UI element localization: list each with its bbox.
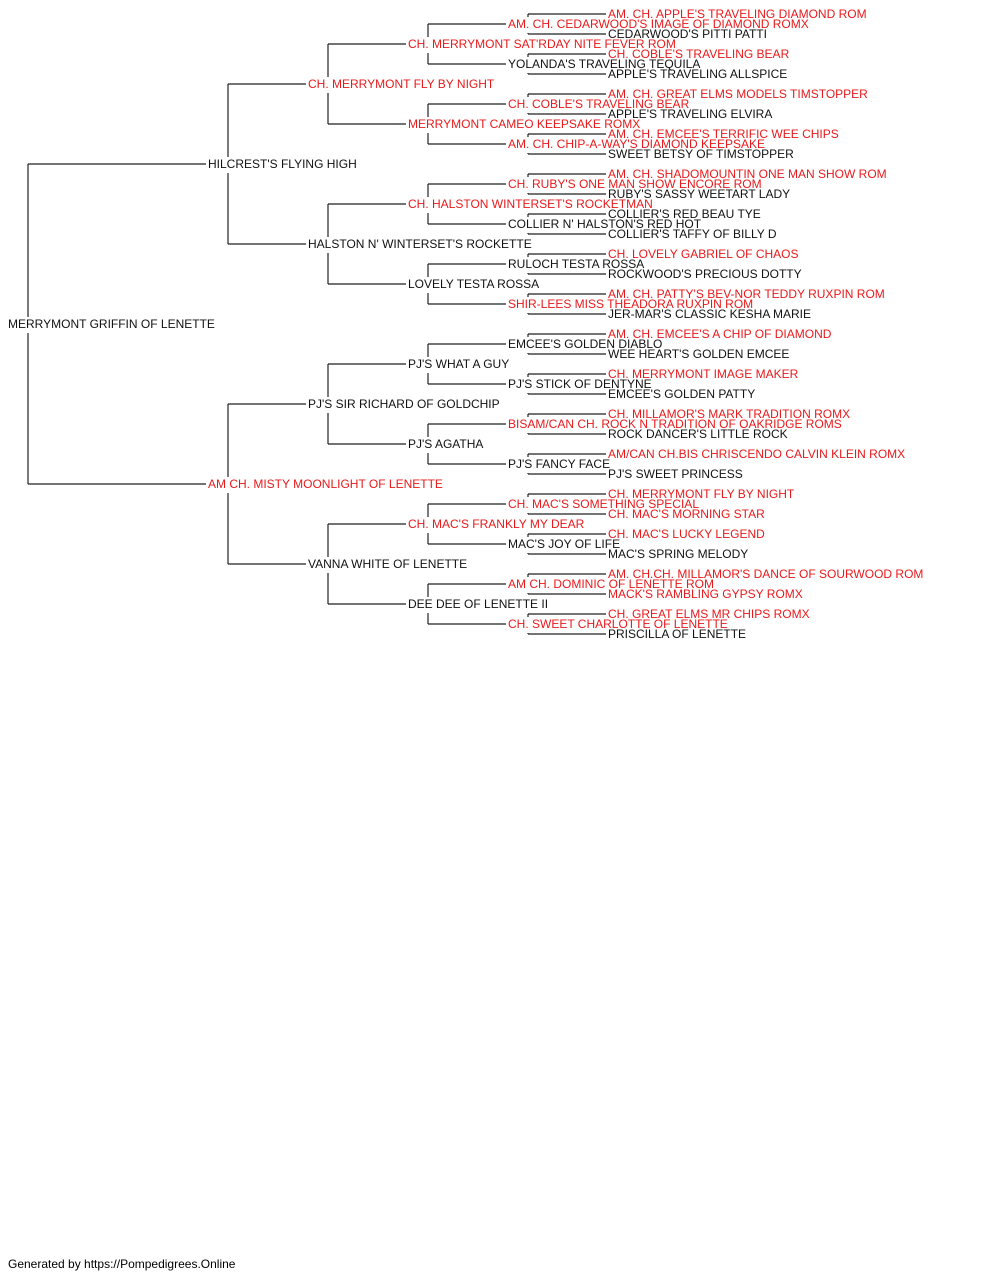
ancestor-name: LOVELY TESTA ROSSA [408, 277, 539, 291]
ancestor-name: AM. CH. APPLE'S TRAVELING DIAMOND ROM [608, 7, 867, 21]
ancestor-name: AM. CH. CHIP-A-WAY'S DIAMOND KEEPSAKE [508, 137, 765, 151]
ancestor-name: CH. MERRYMONT SAT'RDAY NITE FEVER ROM [408, 37, 676, 51]
ancestor-name: CH. RUBY'S ONE MAN SHOW ENCORE ROM [508, 177, 762, 191]
connector-lines [27, 13, 606, 635]
ancestor-name: CH. MERRYMONT FLY BY NIGHT [308, 77, 495, 91]
ancestor-name: COLLIER'S RED BEAU TYE [608, 207, 761, 221]
ancestor-name: CEDARWOOD'S PITTI PATTI [608, 27, 767, 41]
ancestor-name: CH. MERRYMONT FLY BY NIGHT [608, 487, 795, 501]
ancestor-name: CH. MILLAMOR'S MARK TRADITION ROMX [608, 407, 850, 421]
ancestor-name: RULOCH TESTA ROSSA [508, 257, 644, 271]
ancestor-name: AM CH. MISTY MOONLIGHT OF LENETTE [208, 477, 443, 491]
ancestor-name: PJ'S FANCY FACE [508, 457, 610, 471]
ancestor-name: EMCEE'S GOLDEN DIABLO [508, 337, 662, 351]
ancestor-name: CH. COBLE'S TRAVELING BEAR [508, 97, 690, 111]
ancestor-name: PJ'S SWEET PRINCESS [608, 467, 743, 481]
generated-by-footer: Generated by https://Pompedigrees.Online [8, 1257, 236, 1271]
ancestor-name: CH. MAC'S FRANKLY MY DEAR [408, 517, 585, 531]
ancestor-name: CH. SWEET CHARLOTTE OF LENETTE [508, 617, 728, 631]
ancestor-name: CH. MAC'S SOMETHING SPECIAL [508, 497, 699, 511]
ancestor-name: ROCK DANCER'S LITTLE ROCK [608, 427, 788, 441]
ancestor-name: WEE HEART'S GOLDEN EMCEE [608, 347, 789, 361]
ancestor-name: MAC'S SPRING MELODY [608, 547, 748, 561]
ancestor-name: AM. CH.CH. MILLAMOR'S DANCE OF SOURWOOD … [608, 567, 923, 581]
ancestor-name: PRISCILLA OF LENETTE [608, 627, 746, 641]
ancestor-name: SWEET BETSY OF TIMSTOPPER [608, 147, 794, 161]
ancestor-name: BISAM/CAN CH. ROCK N TRADITION OF OAKRID… [508, 417, 842, 431]
ancestor-name: HALSTON N' WINTERSET'S ROCKETTE [308, 237, 532, 251]
ancestor-name: CH. MAC'S MORNING STAR [608, 507, 765, 521]
ancestor-name: AM. CH. EMCEE'S A CHIP OF DIAMOND [608, 327, 832, 341]
ancestor-name: APPLE'S TRAVELING ELVIRA [608, 107, 772, 121]
ancestor-labels: MERRYMONT GRIFFIN OF LENETTE HILCREST'S F… [8, 7, 923, 641]
ancestor-name: COLLIER'S TAFFY OF BILLY D [608, 227, 777, 241]
ancestor-name: CH. MAC'S LUCKY LEGEND [608, 527, 765, 541]
ancestor-name: MAC'S JOY OF LIFE [508, 537, 620, 551]
ancestor-name: AM. CH. PATTY'S BEV-NOR TEDDY RUXPIN ROM [608, 287, 885, 301]
ancestor-name: AM CH. DOMINIC OF LENETTE ROM [508, 577, 714, 591]
ancestor-name: AM. CH. EMCEE'S TERRIFIC WEE CHIPS [608, 127, 839, 141]
ancestor-name: MERRYMONT CAMEO KEEPSAKE ROMX [408, 117, 640, 131]
ancestor-name: RUBY'S SASSY WEETART LADY [608, 187, 790, 201]
ancestor-name: AM. CH. SHADOMOUNTIN ONE MAN SHOW ROM [608, 167, 887, 181]
ancestor-name: AM. CH. CEDARWOOD'S IMAGE OF DIAMOND ROM… [508, 17, 809, 31]
ancestor-name: AM. CH. GREAT ELMS MODELS TIMSTOPPER [608, 87, 868, 101]
ancestor-name: YOLANDA'S TRAVELING TEQUILA [508, 57, 700, 71]
ancestor-name: PJ'S SIR RICHARD OF GOLDCHIP [308, 397, 500, 411]
ancestor-name: COLLIER N' HALSTON'S RED HOT [508, 217, 702, 231]
ancestor-name: PJ'S STICK OF DENTYNE [508, 377, 652, 391]
ancestor-name: MACK'S RAMBLING GYPSY ROMX [608, 587, 803, 601]
ancestor-name: PJ'S WHAT A GUY [408, 357, 509, 371]
ancestor-name: EMCEE'S GOLDEN PATTY [608, 387, 755, 401]
ancestor-name: CH. MERRYMONT IMAGE MAKER [608, 367, 799, 381]
ancestor-name: AM/CAN CH.BIS CHRISCENDO CALVIN KLEIN RO… [608, 447, 905, 461]
ancestor-name: CH. LOVELY GABRIEL OF CHAOS [608, 247, 799, 261]
ancestor-name: CH. GREAT ELMS MR CHIPS ROMX [608, 607, 810, 621]
ancestor-name: APPLE'S TRAVELING ALLSPICE [608, 67, 787, 81]
ancestor-name: SHIR-LEES MISS THEADORA RUXPIN ROM [508, 297, 753, 311]
ancestor-name: VANNA WHITE OF LENETTE [308, 557, 467, 571]
ancestor-name: CH. COBLE'S TRAVELING BEAR [608, 47, 790, 61]
subject-name: MERRYMONT GRIFFIN OF LENETTE [8, 317, 215, 331]
ancestor-name: ROCKWOOD'S PRECIOUS DOTTY [608, 267, 802, 281]
ancestor-name: DEE DEE OF LENETTE II [408, 597, 548, 611]
ancestor-name: CH. HALSTON WINTERSET'S ROCKETMAN [408, 197, 653, 211]
ancestor-name: HILCREST'S FLYING HIGH [208, 157, 357, 171]
ancestor-name: JER-MAR'S CLASSIC KESHA MARIE [608, 307, 811, 321]
ancestor-name: PJ'S AGATHA [408, 437, 483, 451]
